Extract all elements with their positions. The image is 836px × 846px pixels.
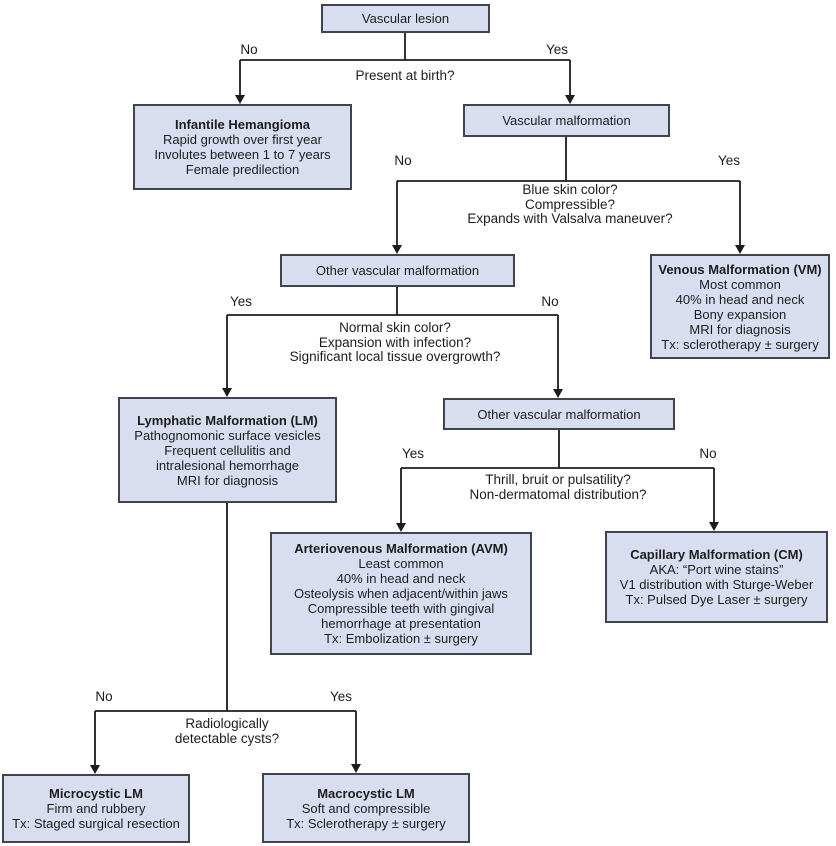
node-line: Tx: sclerotherapy ± surgery xyxy=(661,336,819,352)
node-line: Osteolysis when adjacent/within jaws xyxy=(294,586,508,601)
arrowhead xyxy=(709,522,719,531)
node-line: Female predilection xyxy=(185,162,300,177)
label-yes: Yes xyxy=(717,153,741,168)
node-line: Tx: Pulsed Dye Laser ± surgery xyxy=(625,592,808,607)
question-line: Thrill, bruit or pulsatility? xyxy=(485,472,631,487)
node-line: Tx: Sclerotherapy ± surgery xyxy=(286,815,446,831)
question-cyst-criteria: Radiologically detectable cysts? xyxy=(174,716,280,746)
node-title: Vascular malformation xyxy=(502,113,631,128)
node-title: Microcystic LM xyxy=(49,786,143,801)
node-line: 40% in head and neck xyxy=(336,571,466,586)
edge-avm-criteria xyxy=(396,430,719,532)
label-yes: Yes xyxy=(401,446,425,461)
arrowhead xyxy=(351,764,361,773)
node-title: Other vascular malformation xyxy=(315,263,480,278)
node-line: Involutes between 1 to 7 years xyxy=(154,147,331,162)
label-no: No xyxy=(95,689,113,704)
node-line: Rapid growth over first year xyxy=(163,132,322,147)
question-line: detectable cysts? xyxy=(174,730,280,746)
label-no: No xyxy=(240,42,258,57)
node-microcystic-lm: Microcystic LM Firm and rubbery Tx: Stag… xyxy=(2,774,190,843)
node-line: Most common xyxy=(699,276,781,292)
node-line: Frequent cellulitis and xyxy=(164,442,291,458)
node-line: 40% in head and neck xyxy=(675,291,805,307)
label-yes: Yes xyxy=(229,294,253,309)
node-line: Tx: Embolization ± surgery xyxy=(324,631,478,646)
node-line: Soft and compressible xyxy=(301,800,431,816)
node-title: Venous Malformation (VM) xyxy=(658,261,822,277)
node-line: MRI for diagnosis xyxy=(176,472,279,488)
node-line: hemorrhage at presentation xyxy=(321,616,481,631)
question-line: Compressible? xyxy=(524,196,616,212)
label-no: No xyxy=(394,153,412,168)
node-capillary-malformation: Capillary Malformation (CM) AKA: “Port w… xyxy=(605,531,828,623)
question-present-at-birth: Present at birth? xyxy=(355,68,455,84)
question-line: Significant local tissue overgrowth? xyxy=(289,349,501,364)
edge-cyst-criteria xyxy=(90,503,361,774)
node-title: Lymphatic Malformation (LM) xyxy=(137,412,318,428)
node-title: Capillary Malformation (CM) xyxy=(630,547,803,562)
question-line: Expands with Valsalva maneuver? xyxy=(467,211,673,226)
arrowhead xyxy=(392,245,402,254)
arrowhead xyxy=(396,523,406,532)
node-infantile-hemangioma: Infantile Hemangioma Rapid growth over f… xyxy=(133,104,352,190)
node-title: Infantile Hemangioma xyxy=(174,117,311,132)
node-lymphatic-malformation: Lymphatic Malformation (LM) Pathognomoni… xyxy=(118,397,337,503)
node-line: Tx: Staged surgical resection xyxy=(12,816,180,831)
arrowhead xyxy=(90,765,100,774)
question-line: Non-dermatomal distribution? xyxy=(469,486,647,502)
node-title: Vascular lesion xyxy=(361,11,450,26)
node-other-vascular-malformation-1: Other vascular malformation xyxy=(280,254,515,287)
edge-venous-criteria xyxy=(392,137,745,254)
question-venous-criteria: Blue skin color? Compressible? Expands w… xyxy=(467,182,673,227)
arrowhead xyxy=(735,245,745,254)
node-line: intralesional hemorrhage xyxy=(155,457,300,473)
node-line: V1 distribution with Sturge-Weber xyxy=(619,577,814,592)
arrowhead xyxy=(553,389,563,398)
node-line: MRI for diagnosis xyxy=(689,321,791,337)
node-vascular-lesion: Vascular lesion xyxy=(321,4,490,33)
label-no: No xyxy=(541,294,559,309)
arrowhead xyxy=(222,388,232,397)
node-line: Firm and rubbery xyxy=(46,801,146,816)
node-arteriovenous-malformation: Arteriovenous Malformation (AVM) Least c… xyxy=(270,532,532,655)
node-line: Compressible teeth with gingival xyxy=(307,601,495,616)
question-line: Blue skin color? xyxy=(522,182,618,197)
node-line: Pathognomonic surface vesicles xyxy=(134,427,321,443)
question-line: Radiologically xyxy=(185,716,269,731)
question-avm-criteria: Thrill, bruit or pulsatility? Non-dermat… xyxy=(469,472,647,502)
arrowhead xyxy=(565,95,575,104)
node-title: Other vascular malformation xyxy=(477,406,641,422)
question-line: Present at birth? xyxy=(355,68,455,83)
arrowhead xyxy=(235,95,245,104)
question-lymphatic-criteria: Normal skin color? Expansion with infect… xyxy=(289,320,501,365)
node-title: Arteriovenous Malformation (AVM) xyxy=(294,541,508,556)
edge-lymphatic-criteria xyxy=(222,287,563,398)
label-no: No xyxy=(699,446,717,461)
node-venous-malformation: Venous Malformation (VM) Most common 40%… xyxy=(650,254,830,359)
edge-present-at-birth xyxy=(235,33,575,104)
node-title: Macrocystic LM xyxy=(317,785,415,801)
label-yes: Yes xyxy=(545,42,569,57)
node-line: Bony expansion xyxy=(693,306,787,322)
label-yes: Yes xyxy=(329,689,353,704)
node-line: Least common xyxy=(358,556,444,571)
node-macrocystic-lm: Macrocystic LM Soft and compressible Tx:… xyxy=(262,773,470,843)
question-line: Normal skin color? xyxy=(339,320,451,335)
node-vascular-malformation: Vascular malformation xyxy=(463,104,670,137)
node-line: AKA: “Port wine stains” xyxy=(649,562,784,577)
question-line: Expansion with infection? xyxy=(318,334,472,350)
node-other-vascular-malformation-2: Other vascular malformation xyxy=(443,398,675,430)
